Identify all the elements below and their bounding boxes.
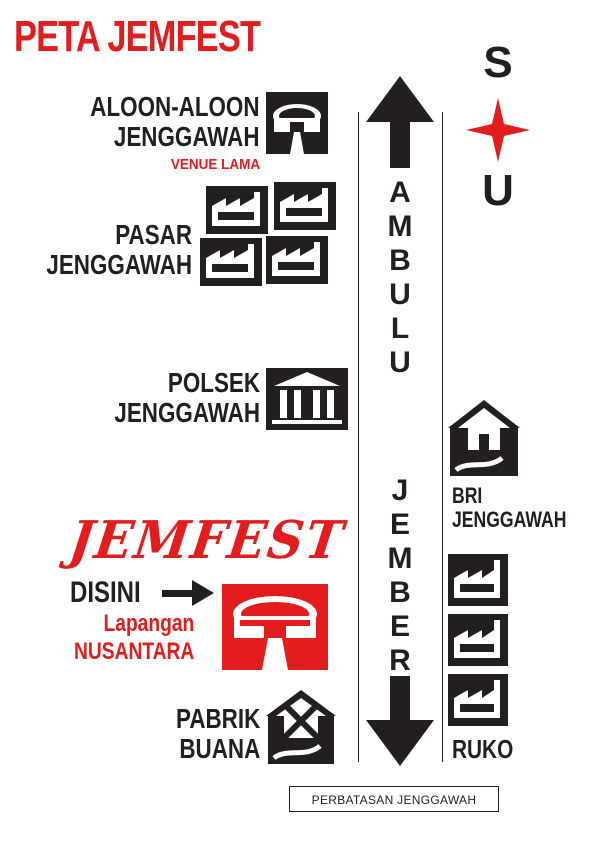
road-letter: R: [389, 644, 411, 677]
road-letter: B: [389, 244, 411, 277]
closed-house-icon: [266, 690, 336, 764]
road-letter: U: [389, 346, 411, 379]
pasar-line1: PASAR: [115, 219, 192, 250]
pabrik-line2: BUANA: [179, 733, 260, 764]
arrow-up-icon: [366, 76, 434, 168]
venue-name-line1: Lapangan: [103, 610, 194, 637]
road-letter: M: [387, 542, 413, 575]
aloon-line1: ALOON-ALOON: [90, 91, 260, 122]
bri-line1: BRI: [452, 483, 483, 508]
road-letter: A: [389, 176, 411, 209]
factory-icon: [274, 182, 336, 230]
road-right-edge: [442, 112, 443, 762]
police-station-icon: [266, 368, 348, 430]
boundary-label: PERBATASAN JENGGAWAH: [289, 786, 499, 812]
factory-icon: [266, 236, 328, 284]
aloon-line2: JENGGAWAH: [114, 121, 260, 152]
label-pabrik: PABRIK BUANA: [176, 704, 260, 764]
road-letter: B: [389, 576, 411, 609]
road-letter: E: [389, 508, 410, 541]
road-letter: E: [389, 610, 410, 643]
polsek-line1: POLSEK: [167, 367, 260, 398]
arrow-right-icon: [162, 580, 214, 606]
compass-north-letter: S: [483, 38, 513, 87]
compass-star-icon: [466, 98, 530, 162]
pabrik-line1: PABRIK: [175, 703, 260, 734]
road-letter: M: [387, 210, 413, 243]
label-ruko: RUKO: [452, 734, 514, 764]
stadium-icon: [266, 92, 328, 154]
polsek-line2: JENGGAWAH: [114, 397, 260, 428]
compass-south-letter: U: [482, 166, 514, 215]
pasar-line2: JENGGAWAH: [46, 249, 192, 280]
map-title: PETA JEMFEST: [14, 12, 261, 61]
label-aloon-aloon: ALOON-ALOON JENGGAWAH: [91, 92, 260, 152]
road-letter: U: [389, 278, 411, 311]
arrow-down-icon: [366, 676, 434, 766]
venue-name: Lapangan NUSANTARA: [74, 610, 194, 666]
road-left-edge: [358, 112, 359, 762]
factory-icon: [200, 238, 262, 286]
label-disini: DISINI: [70, 576, 141, 609]
factory-icon: [448, 674, 508, 726]
label-pasar: PASAR JENGGAWAH: [46, 220, 192, 280]
road-letter: J: [391, 474, 409, 507]
aloon-note: VENUE LAMA: [170, 156, 260, 173]
factory-icon: [448, 614, 508, 666]
stadium-icon: [222, 584, 328, 670]
house-road-icon: [448, 400, 520, 476]
label-bri: BRI JENGGAWAH: [452, 484, 566, 532]
label-polsek: POLSEK JENGGAWAH: [114, 368, 260, 428]
factory-icon: [206, 186, 268, 234]
venue-name-line2: NUSANTARA: [73, 638, 194, 665]
road-letter: L: [390, 312, 410, 345]
jemfest-logo: JEMFEST: [65, 510, 349, 571]
factory-icon: [448, 554, 508, 606]
bri-line2: JENGGAWAH: [452, 507, 567, 532]
